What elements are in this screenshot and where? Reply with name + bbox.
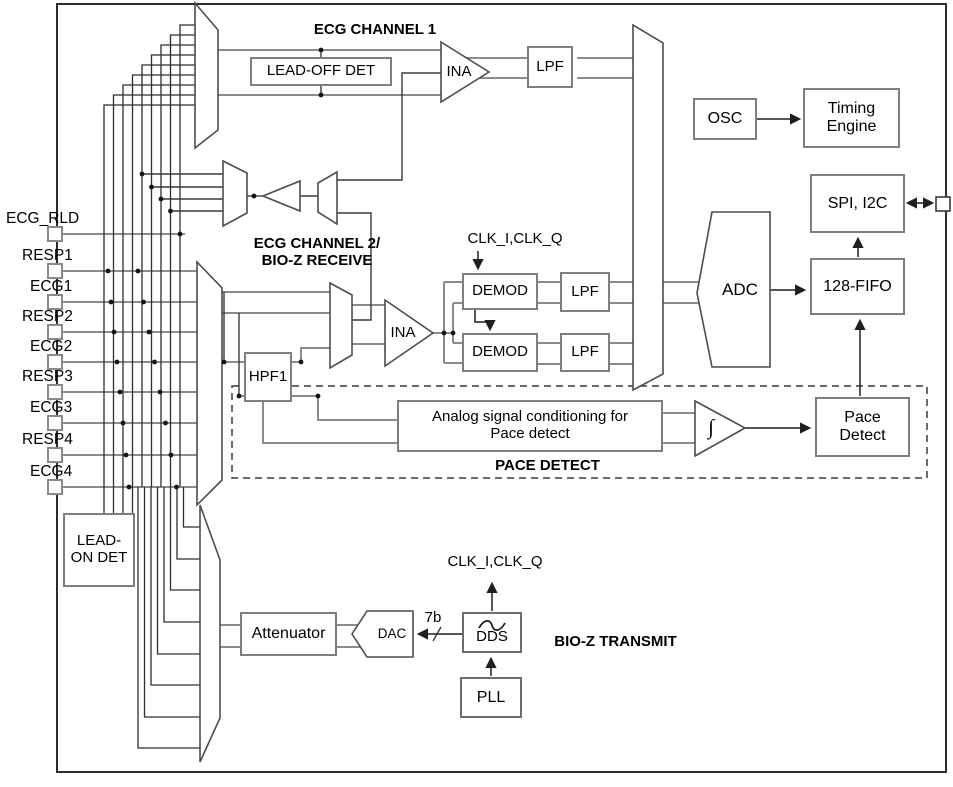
pin-label-ecg3: ECG3 <box>30 399 73 416</box>
attenuator-block: Attenuator <box>240 612 337 656</box>
pace-detect-label: Pace Detect <box>839 409 886 444</box>
pace-comparator-icon <box>694 399 747 458</box>
hpf1-label: HPF1 <box>248 367 288 385</box>
electrode-pads <box>47 226 63 495</box>
bioz-transmit-header: BIO-Z TRANSMIT <box>554 633 677 651</box>
ecg-channel1-header: ECG CHANNEL 1 <box>313 21 437 39</box>
pin-label-ecg-rld: ECG_RLD <box>6 210 80 227</box>
clk-receive-label: CLK_I,CLK_Q <box>467 230 563 248</box>
lpf3-label: LPF <box>571 343 599 361</box>
dds-label: DDS <box>476 627 508 645</box>
demod2-block: DEMOD <box>462 333 538 372</box>
dac-bus-width-label: 7b <box>424 609 442 627</box>
comparator-symbol: ∫ <box>708 414 714 439</box>
ina1-amp-icon <box>440 40 491 104</box>
bioz-transmit-demux-icon <box>199 504 221 763</box>
ecg-channel2-header: ECG CHANNEL 2/ BIO-Z RECEIVE <box>253 234 381 269</box>
timing-engine-block: Timing Engine <box>803 88 900 148</box>
spi-i2c-label: SPI, I2C <box>827 194 888 212</box>
rld-mux-icon <box>317 170 338 226</box>
pll-block: PLL <box>460 677 522 718</box>
lpf1-block: LPF <box>527 46 573 88</box>
sine-wave-icon <box>478 619 506 631</box>
pll-label: PLL <box>476 688 506 706</box>
fifo-label: 128-FIFO <box>823 277 892 295</box>
ina2-amp-icon <box>384 298 435 368</box>
osc-block: OSC <box>693 98 757 140</box>
lead-off-det-label: LEAD-OFF DET <box>266 62 376 80</box>
attenuator-label: Attenuator <box>251 625 326 643</box>
pin-label-resp4: RESP4 <box>22 431 73 448</box>
lpf2-block: LPF <box>560 272 610 312</box>
demod1-block: DEMOD <box>462 273 538 310</box>
dds-block: DDS <box>462 612 522 653</box>
pin-label-resp2: RESP2 <box>22 308 73 325</box>
lpf2-label: LPF <box>571 282 599 300</box>
pin-label-resp3: RESP3 <box>22 368 73 385</box>
ina2-text: INA <box>390 324 416 342</box>
lpf3-block: LPF <box>560 333 610 372</box>
signal-wires <box>62 49 706 648</box>
rld-demux-icon <box>222 159 248 228</box>
adc-text: ADC <box>722 280 758 300</box>
junction-dots <box>105 47 456 490</box>
demod1-label: DEMOD <box>472 282 528 300</box>
electrode-bus <box>103 24 201 749</box>
pin-label-resp1: RESP1 <box>22 247 73 264</box>
hpf1-block: HPF1 <box>244 352 292 402</box>
analog-conditioning-block: Analog signal conditioning for Pace dete… <box>397 400 663 452</box>
lead-off-det-block: LEAD-OFF DET <box>250 57 392 86</box>
spi-i2c-block: SPI, I2C <box>810 174 905 233</box>
pin-label-ecg2: ECG2 <box>30 338 73 355</box>
osc-label: OSC <box>707 110 743 128</box>
timing-engine-label: Timing Engine <box>826 100 877 135</box>
adc-input-mux-icon <box>632 23 664 392</box>
analog-conditioning-label: Analog signal conditioning for Pace dete… <box>432 408 628 442</box>
mux-ecg-channel1-icon <box>194 0 219 150</box>
clk-transmit-label: CLK_I,CLK_Q <box>447 553 543 571</box>
dac-shape-icon <box>351 610 414 658</box>
mux-bioz-receive-icon <box>329 281 353 370</box>
dac-text: DAC <box>377 626 407 642</box>
lead-on-det-block: LEAD- ON DET <box>63 513 135 587</box>
pace-detect-dashed-region <box>231 385 928 479</box>
spi-pin-pad <box>935 196 951 212</box>
mux-ecg-channel2-icon <box>196 260 223 507</box>
lpf1-label: LPF <box>536 57 564 75</box>
pin-label-ecg1: ECG1 <box>30 278 73 295</box>
adc-shape-icon <box>696 211 771 368</box>
routing-wires <box>142 50 442 642</box>
pace-detect-header: PACE DETECT <box>495 457 600 475</box>
pin-label-ecg4: ECG4 <box>30 463 73 480</box>
demod2-label: DEMOD <box>472 343 528 361</box>
fifo-block: 128-FIFO <box>810 258 905 315</box>
lead-on-det-label: LEAD- ON DET <box>70 532 128 566</box>
rld-buffer-amp-icon <box>260 179 301 213</box>
ina1-text: INA <box>446 63 472 81</box>
arrow-wires <box>416 113 935 676</box>
pace-detect-block: Pace Detect <box>815 397 910 457</box>
analog-shapes <box>194 0 771 763</box>
